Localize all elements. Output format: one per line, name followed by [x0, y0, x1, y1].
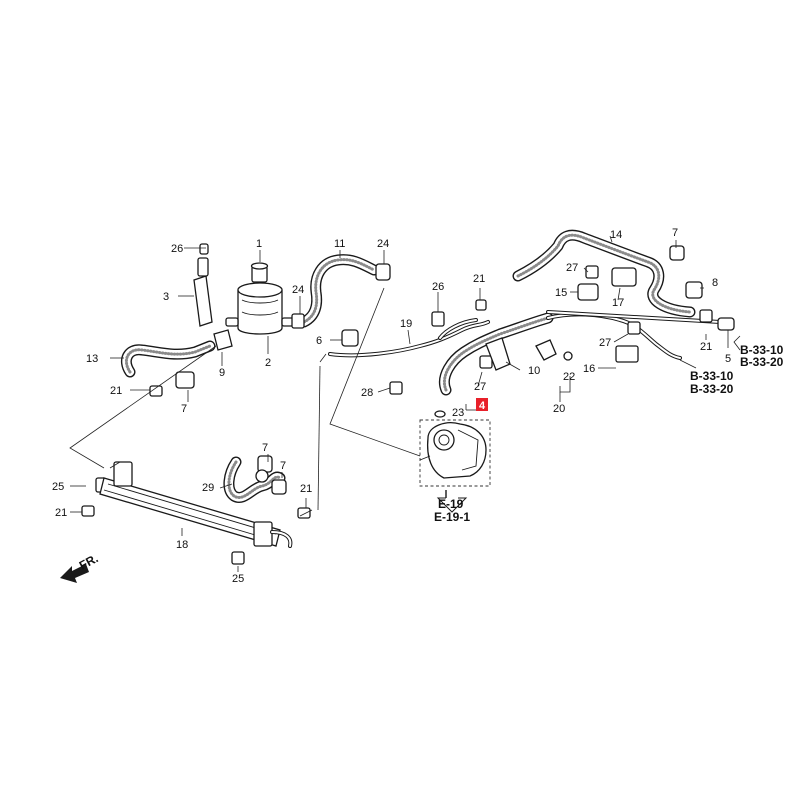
pipes	[328, 310, 722, 360]
ref-b33-10-upper[interactable]: B-33-10	[740, 343, 784, 357]
callout-27-right[interactable]: 27	[599, 337, 611, 349]
hose-14	[512, 229, 696, 318]
callout-19[interactable]: 19	[400, 318, 412, 330]
callout-21-cooler[interactable]: 21	[300, 483, 312, 495]
callout-7-center[interactable]: 7	[262, 442, 268, 454]
fittings	[255, 337, 573, 483]
callout-18[interactable]: 18	[176, 539, 188, 551]
clamps-and-bolts	[81, 243, 735, 565]
callouts: 1 2 3 5 6 7 7 7 7 8 9 10 11 13 14 15 16 …	[52, 227, 731, 585]
callout-24-right[interactable]: 24	[377, 238, 389, 250]
ref-e19-1[interactable]: E-19-1	[434, 510, 470, 524]
ref-e19[interactable]: E-19	[438, 497, 464, 511]
callout-26-left[interactable]: 26	[171, 243, 183, 255]
callout-25-bottom[interactable]: 25	[232, 573, 244, 585]
callout-16[interactable]: 16	[583, 363, 595, 375]
ref-b33-20-lower[interactable]: B-33-20	[690, 382, 734, 396]
callout-21-bottomleft[interactable]: 21	[55, 507, 67, 519]
callout-4-highlighted[interactable]: 4	[476, 398, 488, 412]
ref-b33-20-upper[interactable]: B-33-20	[740, 355, 784, 369]
callout-7-lower[interactable]: 7	[280, 460, 286, 472]
callout-7-right[interactable]: 7	[672, 227, 678, 239]
callout-15[interactable]: 15	[555, 287, 567, 299]
front-arrow-icon	[60, 564, 89, 583]
leader-lines	[69, 235, 741, 572]
callout-5[interactable]: 5	[725, 353, 731, 365]
callout-27-center[interactable]: 27	[474, 381, 486, 393]
callout-1[interactable]: 1	[256, 238, 262, 250]
callout-21-left[interactable]: 21	[110, 385, 122, 397]
front-direction-marker: FR.	[60, 551, 100, 583]
hose-13	[121, 340, 216, 378]
highlight-box	[476, 398, 488, 411]
ref-b33-10-lower[interactable]: B-33-10	[690, 369, 734, 383]
callout-23[interactable]: 23	[452, 407, 464, 419]
callout-27-top[interactable]: 27	[566, 262, 578, 274]
b33-references: B-33-10 B-33-20 B-33-10 B-33-20	[690, 343, 784, 396]
callout-7-left[interactable]: 7	[181, 403, 187, 415]
callout-2[interactable]: 2	[265, 357, 271, 369]
callout-24-left[interactable]: 24	[292, 284, 304, 296]
callout-9[interactable]: 9	[219, 367, 225, 379]
callout-21-top[interactable]: 21	[473, 273, 485, 285]
callout-22[interactable]: 22	[563, 371, 575, 383]
e19-reference: E-19 E-19-1	[434, 497, 470, 524]
callout-29[interactable]: 29	[202, 482, 214, 494]
callout-8[interactable]: 8	[712, 277, 718, 289]
callout-13[interactable]: 13	[86, 353, 98, 365]
callout-17[interactable]: 17	[612, 297, 624, 309]
callout-25-left[interactable]: 25	[52, 481, 64, 493]
oil-cooler	[99, 461, 293, 548]
callout-3[interactable]: 3	[163, 291, 169, 303]
callout-11[interactable]: 11	[334, 238, 345, 250]
callout-28[interactable]: 28	[361, 387, 373, 399]
callout-26-right[interactable]: 26	[432, 281, 444, 293]
callout-14[interactable]: 14	[610, 229, 622, 241]
callout-6[interactable]: 6	[316, 335, 322, 347]
hose-pressure	[439, 312, 554, 396]
power-steering-pump	[419, 419, 491, 498]
reservoir-assembly	[193, 257, 295, 351]
callout-4: 4	[479, 400, 486, 412]
hoses	[121, 229, 696, 503]
callout-21-right[interactable]: 21	[700, 341, 712, 353]
down-arrow-icon	[436, 497, 468, 513]
callout-10[interactable]: 10	[528, 365, 540, 377]
hose-11	[298, 254, 380, 328]
hose-29	[223, 456, 286, 503]
callout-20[interactable]: 20	[553, 403, 565, 415]
